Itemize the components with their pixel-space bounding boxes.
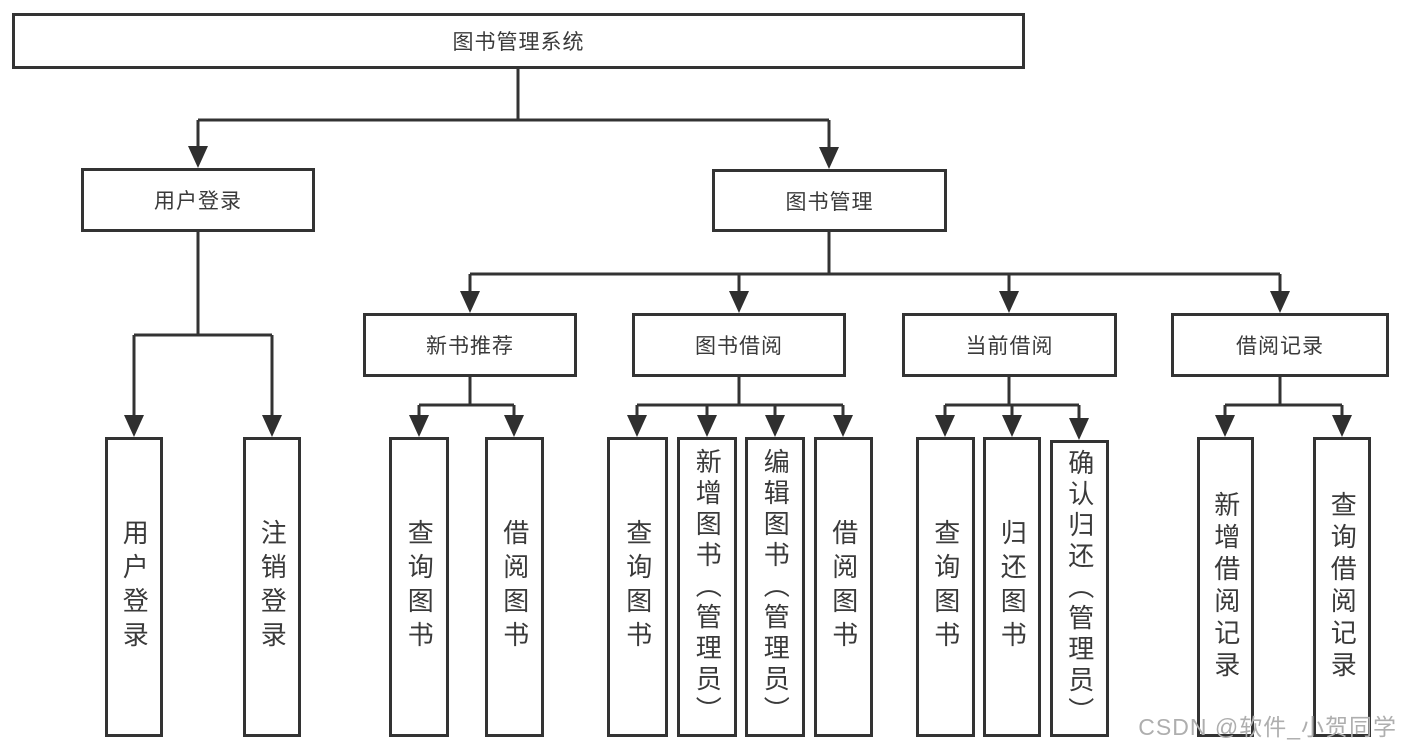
leaf-add-borrow-record: 新增借阅记录 <box>1197 437 1254 737</box>
leaf-borrow-books-recommend-label: 借阅图书 <box>499 519 530 655</box>
node-new-book-recommend-label: 新书推荐 <box>426 335 514 358</box>
leaf-borrow-books: 借阅图书 <box>814 437 873 737</box>
leaf-user-login: 用户登录 <box>105 437 163 737</box>
leaf-edit-books-admin-label: 编辑图书（管理员） <box>760 447 791 727</box>
leaf-query-books-recommend-label: 查询图书 <box>404 519 435 655</box>
node-current-borrow-label: 当前借阅 <box>965 335 1054 358</box>
node-root: 图书管理系统 <box>12 13 1025 69</box>
node-current-borrow: 当前借阅 <box>902 313 1117 377</box>
leaf-user-login-label: 用户登录 <box>119 519 150 655</box>
leaf-add-borrow-record-label: 新增借阅记录 <box>1210 491 1241 683</box>
leaf-query-borrow-record: 查询借阅记录 <box>1313 437 1371 737</box>
leaf-query-borrow-record-label: 查询借阅记录 <box>1327 491 1358 683</box>
node-book-borrow: 图书借阅 <box>632 313 846 377</box>
node-root-label: 图书管理系统 <box>452 31 585 54</box>
leaf-return-books-label: 归还图书 <box>997 519 1028 655</box>
leaf-query-books-current: 查询图书 <box>916 437 975 737</box>
node-book-management: 图书管理 <box>712 169 947 232</box>
node-borrow-records-label: 借阅记录 <box>1236 335 1324 358</box>
leaf-query-books-borrow: 查询图书 <box>607 437 668 737</box>
leaf-borrow-books-recommend: 借阅图书 <box>485 437 544 737</box>
leaf-edit-books-admin: 编辑图书（管理员） <box>745 437 805 737</box>
node-user-login: 用户登录 <box>81 168 315 232</box>
leaf-confirm-return-admin-label: 确认归还（管理员） <box>1064 449 1095 728</box>
connector-stroke <box>132 69 1344 424</box>
leaf-return-books: 归还图书 <box>983 437 1041 737</box>
leaf-confirm-return-admin: 确认归还（管理员） <box>1050 440 1109 737</box>
leaf-add-books-admin: 新增图书（管理员） <box>677 437 737 737</box>
leaf-query-books-borrow-label: 查询图书 <box>622 519 653 655</box>
leaf-query-books-current-label: 查询图书 <box>930 519 961 655</box>
node-borrow-records: 借阅记录 <box>1171 313 1389 377</box>
node-new-book-recommend: 新书推荐 <box>363 313 577 377</box>
leaf-query-books-recommend: 查询图书 <box>389 437 449 737</box>
arrowheads <box>124 146 1352 440</box>
leaf-borrow-books-label: 借阅图书 <box>828 519 859 655</box>
leaf-add-books-admin-label: 新增图书（管理员） <box>692 447 723 727</box>
leaf-logout-login: 注销登录 <box>243 437 301 737</box>
leaf-logout-login-label: 注销登录 <box>257 519 288 655</box>
node-book-borrow-label: 图书借阅 <box>695 335 783 358</box>
node-user-login-label: 用户登录 <box>154 190 242 213</box>
node-book-management-label: 图书管理 <box>785 190 874 214</box>
